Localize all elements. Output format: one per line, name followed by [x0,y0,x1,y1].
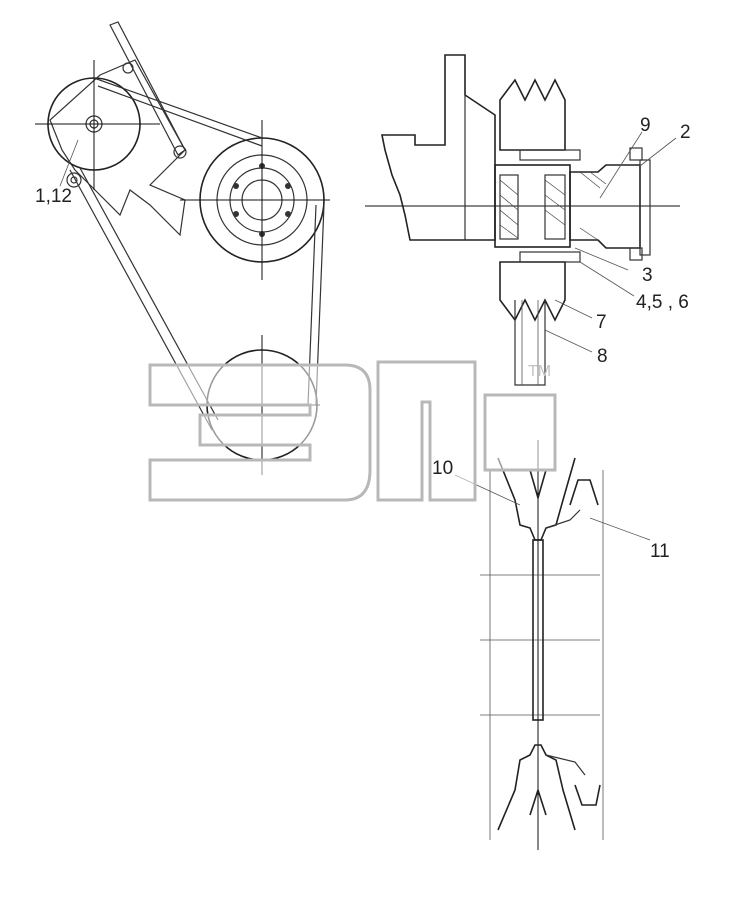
crank-bolt [233,211,239,217]
groove-top-link [545,509,581,529]
groove-bottom-link [545,754,586,776]
web [532,539,544,721]
leader-3 [574,247,629,271]
flange-bolt-bottom [629,247,643,261]
callout-1-12: 1,12 [35,186,72,207]
watermark-logo: TM [148,360,557,502]
groove-top-right [569,479,599,506]
leader-11 [589,517,651,541]
leader-8 [544,329,593,353]
leader-2 [639,137,677,167]
bolt-lower [519,251,581,263]
belt-down [514,300,546,386]
callout-4-5-6: 4,5 , 6 [636,292,689,313]
flange-lip [639,159,651,256]
engine-block [381,54,496,241]
belt-upper-2 [97,85,263,147]
callout-10: 10 [432,458,453,479]
adjusting-rod [109,21,186,156]
bearing [499,174,519,240]
callout-3: 3 [642,265,653,286]
flange-bolt-top [629,147,643,161]
belt-drive-view [35,21,330,475]
callout-11: 11 [650,541,670,562]
mount-bolt [66,172,82,188]
crank-bolt [233,183,239,189]
belt-upper [93,77,263,139]
callout-8: 8 [597,346,608,367]
section-view [365,54,680,386]
callout-7: 7 [596,312,607,333]
leader-4-5-6 [579,261,635,297]
crank-bolt [285,211,291,217]
rod-nut [122,62,134,74]
rod-pivot [173,145,187,159]
callout-2: 2 [680,122,691,143]
pulley-top [499,78,566,151]
trademark-text: TM [528,363,551,380]
groove-bottom-mid [529,787,547,816]
watermark-letter-p [376,360,477,502]
watermark-letter-e [148,363,372,502]
bracket-plate [49,59,186,237]
watermark-letter-f [483,393,557,472]
groove-bottom-right [574,784,601,806]
leader-9 [599,131,643,199]
groove-top-mid [529,469,547,501]
bearing-2 [544,174,566,240]
leader-7 [554,299,593,319]
groove-bottom [497,744,576,831]
leader-1-12 [59,139,79,187]
crank-bolt [285,183,291,189]
pulley-bottom [499,261,566,322]
bolt-upper [519,149,581,161]
pulley-profile-view [454,440,651,850]
callout-9: 9 [640,115,651,136]
